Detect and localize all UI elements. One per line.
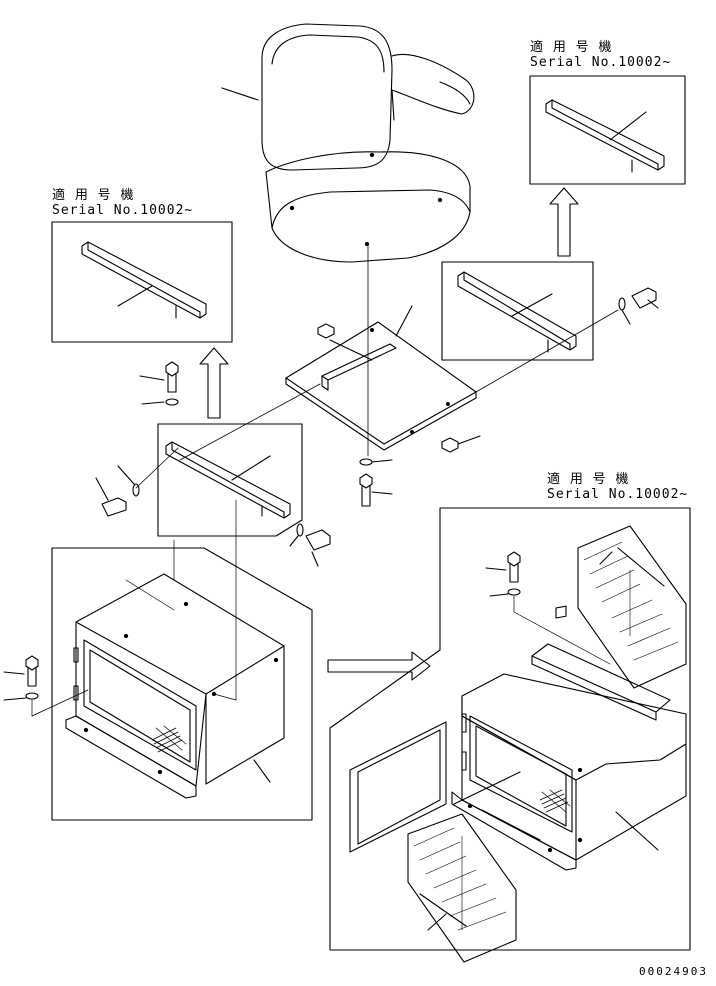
applicable-model-label: 適 用 号 機 bbox=[547, 472, 630, 487]
upgrade-arrow-right bbox=[549, 187, 579, 257]
serial-note-left: 適 用 号 機 Serial No.10002~ bbox=[52, 188, 193, 218]
console-bolt-left bbox=[3, 655, 89, 717]
seat-mounting-plate bbox=[285, 305, 481, 453]
document-number: 00024903 bbox=[639, 965, 708, 978]
console-box-bottom-right bbox=[329, 507, 691, 963]
console-box-left bbox=[51, 499, 313, 821]
applicable-model-label: 適 用 号 機 bbox=[530, 40, 613, 55]
upgrade-arrow-left bbox=[199, 347, 229, 419]
rail-bolt-upper-left bbox=[139, 361, 179, 406]
serial-box-top-right bbox=[529, 75, 686, 185]
serial-number-label: Serial No.10002~ bbox=[52, 203, 194, 218]
rail-box-center bbox=[135, 383, 321, 537]
serial-note-top-right: 適 用 号 機 Serial No.10002~ bbox=[530, 40, 671, 70]
seat-cushion bbox=[265, 151, 471, 263]
serial-number-label: Serial No.10002~ bbox=[530, 55, 672, 70]
rail-box-right bbox=[441, 261, 659, 393]
seat-armrest bbox=[391, 53, 475, 115]
rail-bolt-left bbox=[95, 465, 140, 517]
applicable-model-label: 適 用 号 機 bbox=[52, 188, 135, 203]
serial-note-bottom-right: 適 用 号 機 Serial No.10002~ bbox=[547, 472, 688, 502]
upgrade-arrow-horizontal bbox=[327, 651, 431, 681]
plate-bolt bbox=[359, 458, 393, 507]
operator-seat bbox=[221, 23, 475, 263]
seat-backrest bbox=[261, 23, 393, 171]
serial-box-left bbox=[51, 221, 233, 343]
serial-number-label: Serial No.10002~ bbox=[547, 487, 689, 502]
rail-bolt-right bbox=[289, 523, 331, 567]
